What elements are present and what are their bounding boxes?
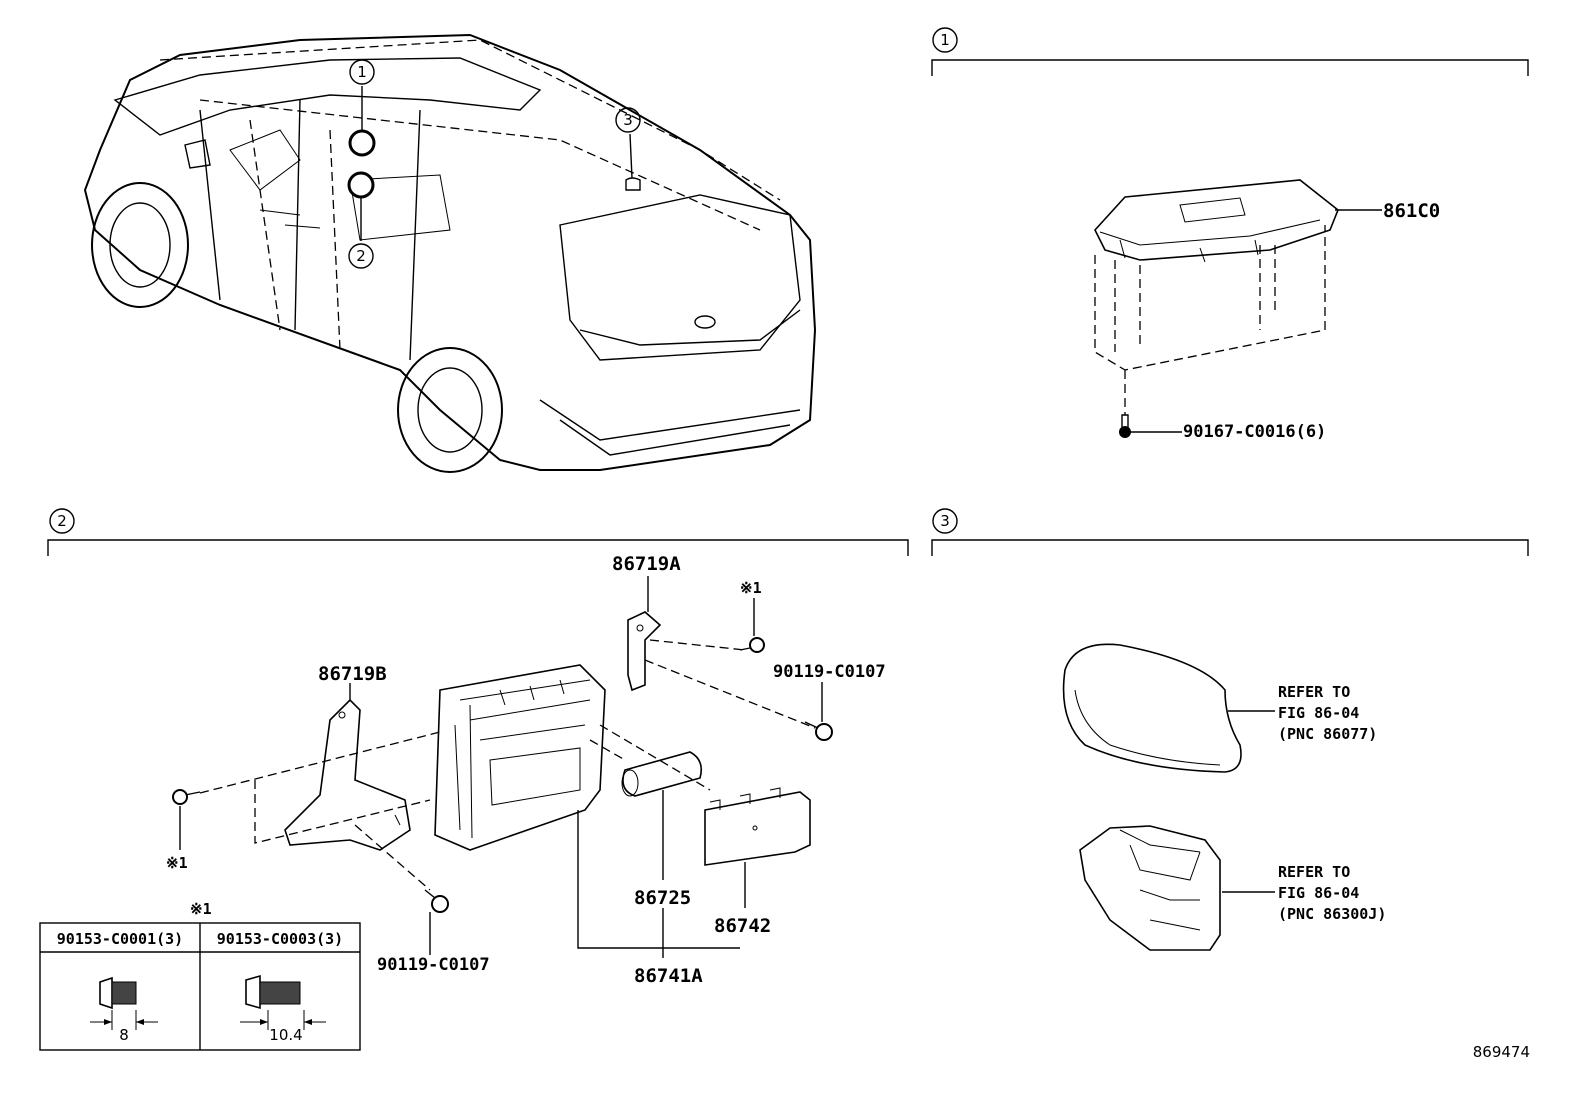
label-861c0: 861C0	[1383, 200, 1440, 222]
section-1-marker	[932, 27, 958, 53]
label-86741a: 86741A	[634, 965, 703, 987]
svg-text:2: 2	[356, 247, 366, 265]
note-mark-left: ※1	[166, 854, 188, 872]
svg-text:1: 1	[357, 63, 367, 81]
part-86725-cylinder	[621, 751, 703, 797]
bolt-90167-icon	[1119, 414, 1131, 438]
bolt-long-icon	[240, 974, 326, 1030]
note-mark-upper: ※1	[740, 579, 762, 597]
part-861c0-module	[1094, 179, 1339, 263]
ref2-line2: FIG 86-04	[1278, 884, 1359, 902]
bolt-table-col2-dim: 10.4	[269, 1026, 302, 1044]
section-1: 1 90167-C0016(6) 861C0	[931, 27, 1529, 442]
svg-text:1: 1	[940, 31, 950, 49]
section-2: 2	[47, 508, 909, 987]
bolt-table-col2-part: 90153-C0003(3)	[217, 930, 343, 948]
label-90167: 90167-C0016(6)	[1183, 422, 1326, 442]
svg-text:3: 3	[623, 111, 633, 129]
part-86300j-antenna-base	[1079, 825, 1221, 951]
label-90119-bottom: 90119-C0107	[377, 955, 490, 975]
vehicle-illustration	[83, 33, 817, 473]
callout-3: 3	[615, 107, 641, 133]
ref1-line1: REFER TO	[1278, 683, 1350, 701]
label-86742: 86742	[714, 915, 771, 937]
figure-number: 869474	[1473, 1043, 1530, 1061]
bolt-table-col1-part: 90153-C0001(3)	[57, 930, 183, 948]
label-86719b: 86719B	[318, 663, 387, 685]
bolt-table-title: ※1	[190, 900, 212, 918]
label-90119-right: 90119-C0107	[773, 662, 886, 682]
bolt-spec-table: ※1 90153-C0001(3) 90153-C0003(3) 8 10.4	[39, 900, 361, 1051]
label-86725: 86725	[634, 887, 691, 909]
bolt-upper-right-icon	[739, 637, 765, 653]
ref1-line3: (PNC 86077)	[1278, 725, 1377, 743]
part-86077-antenna-cover	[1062, 643, 1242, 773]
section-3: 3 REFER TO FIG 86-04 (PNC 86077) REFER T…	[931, 508, 1529, 951]
part-86742-plate	[704, 787, 811, 866]
svg-text:3: 3	[940, 512, 950, 530]
section-3-marker	[932, 508, 958, 534]
svg-text:2: 2	[57, 512, 67, 530]
bolt-table-col1-dim: 8	[119, 1026, 129, 1044]
bolt-left-icon	[172, 789, 201, 805]
ref2-line1: REFER TO	[1278, 863, 1350, 881]
part-86741a-ecu	[434, 664, 606, 851]
bolt-bottom-icon	[424, 889, 449, 913]
part-86719b-bracket	[284, 698, 411, 851]
part-86719a-bracket	[627, 611, 662, 692]
callout-2: 2	[348, 243, 374, 269]
section-2-marker	[49, 508, 75, 534]
label-86719a: 86719A	[612, 553, 681, 575]
bolt-short-icon	[90, 976, 158, 1030]
bolt-right-icon	[804, 721, 833, 741]
ref2-line3: (PNC 86300J)	[1278, 905, 1386, 923]
callout-1: 1	[349, 59, 375, 85]
ref1-line2: FIG 86-04	[1278, 704, 1359, 722]
